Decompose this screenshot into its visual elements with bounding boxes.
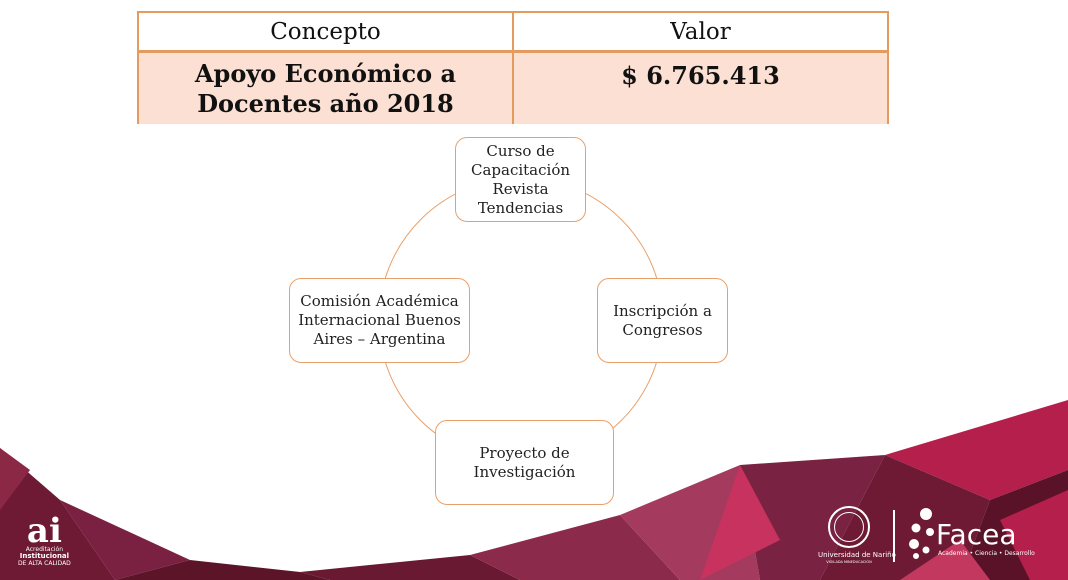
- cycle-node-congresos: Inscripción a Congresos: [597, 278, 728, 363]
- cycle-node-label: Inscripción a Congresos: [613, 301, 712, 339]
- facea-logo-tagline: Academia • Ciencia • Desarrollo: [938, 550, 1035, 557]
- table-cell-concept: Apoyo Económico a Docentes año 2018: [139, 53, 514, 124]
- ai-logo-mark: ai: [26, 511, 62, 551]
- cycle-node-label: Proyecto de Investigación: [473, 443, 576, 481]
- cycle-node-label: Curso de Capacitación Revista Tendencias: [470, 141, 571, 217]
- facea-dots-icon: [909, 508, 934, 559]
- ai-logo-line3: DE ALTA CALIDAD: [18, 560, 71, 567]
- udenar-logo-sub: VIGILADA MINEDUCACIÓN: [826, 560, 872, 564]
- ai-logo-line1: Acreditación: [25, 546, 64, 553]
- logo-divider: [893, 510, 895, 562]
- udenar-logo: Universidad de Nariño VIGILADA MINEDUCAC…: [818, 506, 896, 565]
- table-header-concept: Concepto: [139, 13, 514, 53]
- cycle-node-capacitacion: Curso de Capacitación Revista Tendencias: [455, 137, 586, 222]
- university-seal-icon: [828, 506, 870, 548]
- cycle-node-comision: Comisión Académica Internacional Buenos …: [289, 278, 470, 363]
- cycle-node-label: Comisión Académica Internacional Buenos …: [298, 292, 461, 348]
- udenar-logo-name: Universidad de Nariño: [818, 551, 896, 559]
- cycle-node-investigacion: Proyecto de Investigación: [435, 420, 614, 505]
- table-cell-value: $ 6.765.413: [514, 53, 887, 124]
- table-header-value: Valor: [514, 13, 887, 53]
- ai-logo-line2: Institucional: [19, 552, 70, 560]
- budget-table: Concepto Valor Apoyo Económico a Docente…: [137, 11, 889, 124]
- ai-accreditation-logo: ai Acreditación Institucional DE ALTA CA…: [18, 511, 71, 567]
- facea-logo-word: Facea: [936, 518, 1017, 551]
